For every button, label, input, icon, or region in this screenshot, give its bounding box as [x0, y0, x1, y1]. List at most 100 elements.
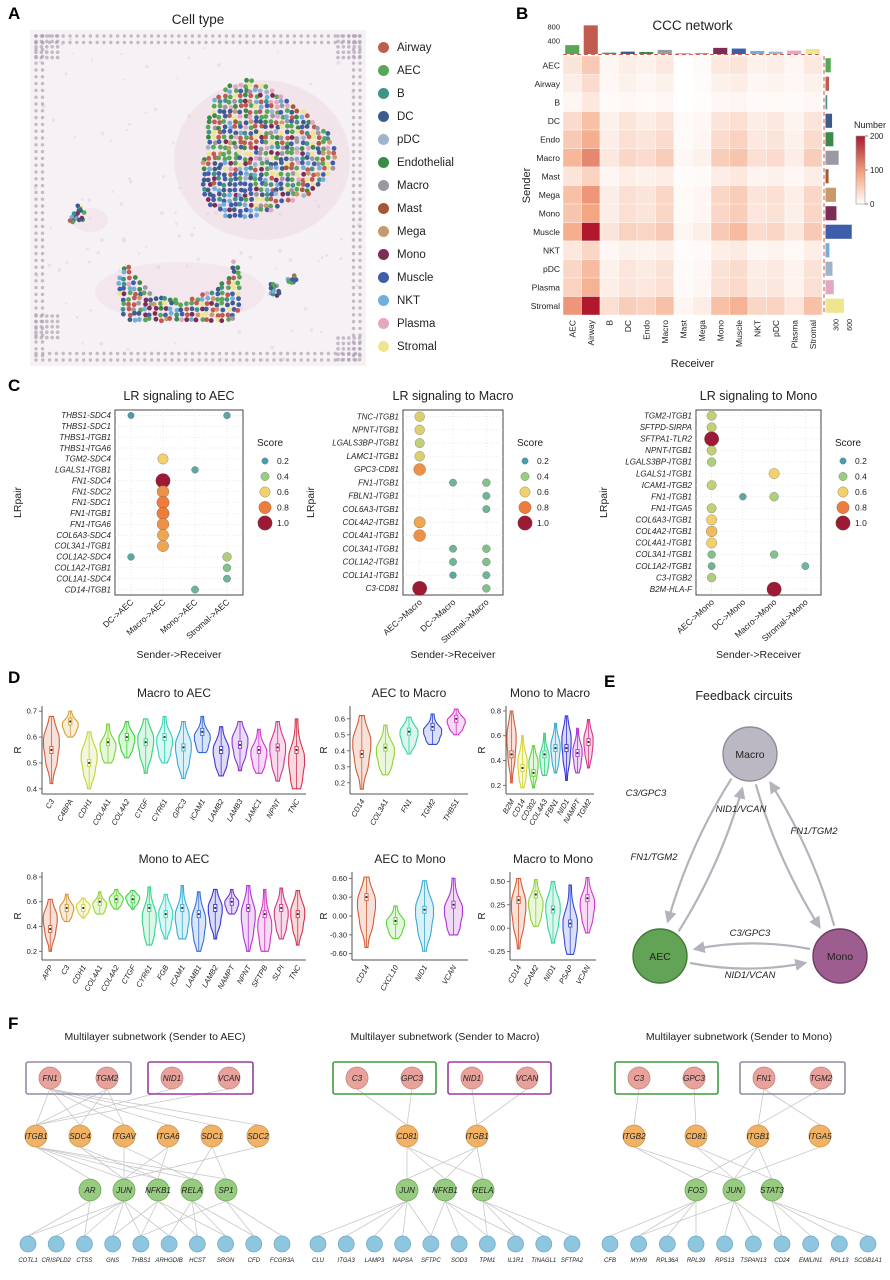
fiducial-dot	[75, 358, 79, 362]
fiducial-dot	[34, 330, 38, 335]
heatmap-cell	[784, 296, 804, 316]
fiducial-dot	[34, 61, 38, 65]
cell-spot	[254, 150, 259, 155]
cell-spot	[301, 193, 307, 199]
target-label: CLU	[312, 1258, 325, 1264]
fiducial-dot	[351, 238, 356, 242]
fiducial-dot	[34, 45, 38, 49]
heatmap-cell	[747, 277, 767, 297]
cell-spot	[273, 129, 279, 134]
ligand-label: GPC3	[683, 1074, 705, 1083]
cell-spot	[227, 113, 232, 119]
cell-spot	[194, 300, 199, 306]
score-legend-label: 0.2	[537, 456, 549, 466]
edge-receptor-tf	[35, 1146, 159, 1180]
target-label: CFD	[248, 1258, 261, 1264]
violin-cat-label: COL3A1	[368, 798, 390, 827]
cell-spot	[233, 144, 239, 150]
cell-spot	[314, 156, 320, 162]
cell-spot	[226, 150, 232, 155]
fiducial-dot	[351, 81, 356, 86]
cell-spot	[231, 140, 237, 146]
cell-spot	[285, 176, 291, 182]
cell-spot	[237, 124, 243, 129]
sender-row-label: B	[554, 97, 560, 107]
ligand-group-box	[739, 1061, 846, 1095]
dotplot-dot	[157, 540, 169, 552]
y-tick-label: -0.25	[488, 947, 505, 956]
legend-item-pdc: pDC	[378, 128, 454, 151]
cell-spot	[200, 301, 205, 307]
cell-spot	[257, 92, 263, 98]
cell-spot	[252, 134, 258, 140]
cell-spot	[227, 140, 233, 146]
cell-spot	[274, 135, 280, 140]
subnetwork-title: Multilayer subnetwork (Sender to Macro)	[350, 1031, 539, 1043]
receiver-col-label: Stromal	[808, 320, 818, 349]
fiducial-dot	[313, 40, 317, 45]
cell-spot	[248, 145, 254, 150]
background-speckle	[137, 252, 141, 255]
cell-spot	[230, 316, 236, 321]
cell-spot	[188, 317, 194, 322]
legend-item-aec: AEC	[378, 59, 454, 82]
fiducial-dot	[40, 292, 45, 297]
top-marginal-bar	[787, 50, 802, 54]
cell-spot	[300, 109, 306, 115]
fiducial-dot	[40, 109, 45, 113]
target-node	[507, 1235, 524, 1253]
heatmap-cell	[636, 277, 656, 297]
ligand-label: NID1	[463, 1074, 481, 1083]
cell-spot	[233, 130, 239, 136]
cell-spot	[264, 171, 269, 177]
score-legend-label: 0.4	[537, 472, 549, 482]
dotplot-dot	[704, 431, 719, 447]
background-speckle	[153, 107, 158, 112]
cell-spot	[211, 176, 217, 182]
circuit-edge-label: NID1/VCAN	[716, 804, 767, 815]
receiver-col-label: AEC	[567, 320, 577, 337]
heatmap-cell	[562, 222, 582, 242]
fiducial-dot	[341, 357, 346, 362]
background-speckle	[177, 234, 181, 238]
dotplot-dot	[156, 507, 170, 520]
cell-spot	[295, 125, 301, 131]
heatmap-cell	[692, 166, 712, 186]
fiducial-dot	[45, 50, 49, 54]
cell-spot	[231, 207, 237, 213]
heatmap-cell	[729, 148, 749, 168]
fiducial-dot	[163, 34, 167, 38]
heatmap-cell	[747, 185, 767, 205]
fiducial-dot	[351, 326, 356, 331]
score-legend-label: 0.4	[855, 472, 867, 482]
fiducial-dot	[351, 204, 356, 208]
cell-spot	[294, 165, 300, 171]
cell-spot	[285, 197, 291, 203]
circuit-edge-label: FN1/TGM2	[631, 852, 679, 863]
fiducial-dot	[279, 351, 283, 356]
cell-spot	[120, 306, 126, 312]
cell-spot	[238, 170, 243, 176]
cell-spot	[289, 161, 295, 167]
cell-spot	[309, 177, 315, 182]
right-axis-tick: 600	[847, 319, 854, 331]
cell-spot	[212, 186, 217, 192]
r-axis-title: R	[477, 746, 488, 753]
background-speckle	[159, 210, 164, 215]
cell-spot	[235, 307, 241, 313]
fiducial-dot	[34, 75, 38, 79]
heatmap-cell	[803, 240, 823, 260]
violin-median-dot	[164, 913, 167, 916]
fiducial-dot	[347, 39, 351, 44]
background-speckle	[336, 60, 341, 65]
target-label: RPS13	[715, 1258, 735, 1264]
y-tick-label: 0.2	[335, 778, 345, 787]
violin-median-dot	[247, 906, 250, 910]
cell-spot	[242, 181, 248, 187]
fiducial-dot	[109, 40, 113, 45]
edge-tf-target	[225, 1200, 255, 1237]
ligand-group-box	[614, 1061, 719, 1095]
edge-receptor-tf	[633, 1146, 735, 1180]
fiducial-dot	[88, 34, 93, 38]
cell-spot	[268, 207, 274, 213]
